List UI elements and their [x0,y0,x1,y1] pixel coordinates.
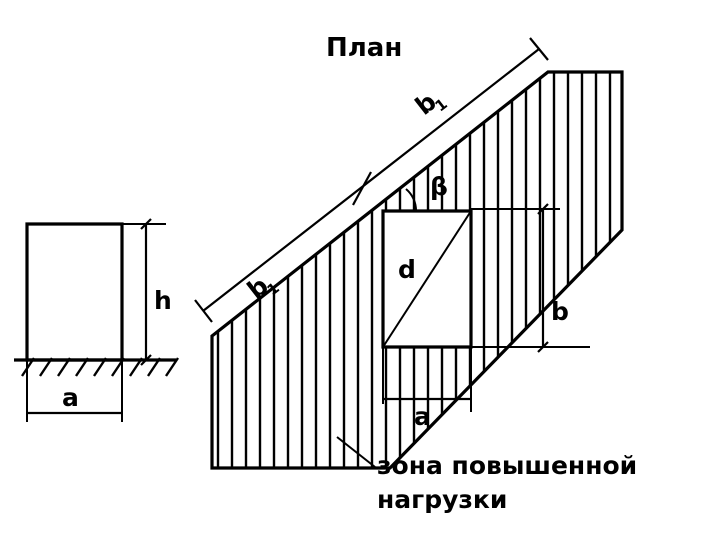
plan-band-length-label-lower-group: b 1 [242,271,283,305]
plan-band-length-dimension-line [202,48,540,312]
plan-angle-label: β [430,172,448,201]
elevation-rectangle [25,222,124,362]
plan-footing-diagonal [382,210,472,348]
callout-caption-line2: нагрузки [377,485,507,514]
plan-band-length-label-upper-group: b 1 [410,87,451,121]
elevation-height-tick-top [140,218,152,230]
plan-width-label: a [414,402,431,431]
elevation-view: h a [14,218,179,422]
plan-diagonal-label: d [398,255,416,284]
plan-band-length-tick-start [194,299,213,323]
plan-band-length-tick-middle [352,171,372,206]
figure-title: План [326,33,402,63]
elevation-width-label: a [62,383,79,412]
plan-view: d β b a b 1 [194,37,624,470]
plan-depth-tick-bottom [537,341,549,353]
callout-caption-line1: зона повышенной [377,451,637,480]
callout-leader-line [336,436,376,468]
plan-band-outline [210,70,624,470]
plan-depth-label: b [551,297,569,326]
plan-angle-arc [405,188,418,212]
plan-band-length-tick-end [529,37,549,61]
plan-depth-tick-top [537,203,549,215]
elevation-height-label: h [154,286,172,315]
